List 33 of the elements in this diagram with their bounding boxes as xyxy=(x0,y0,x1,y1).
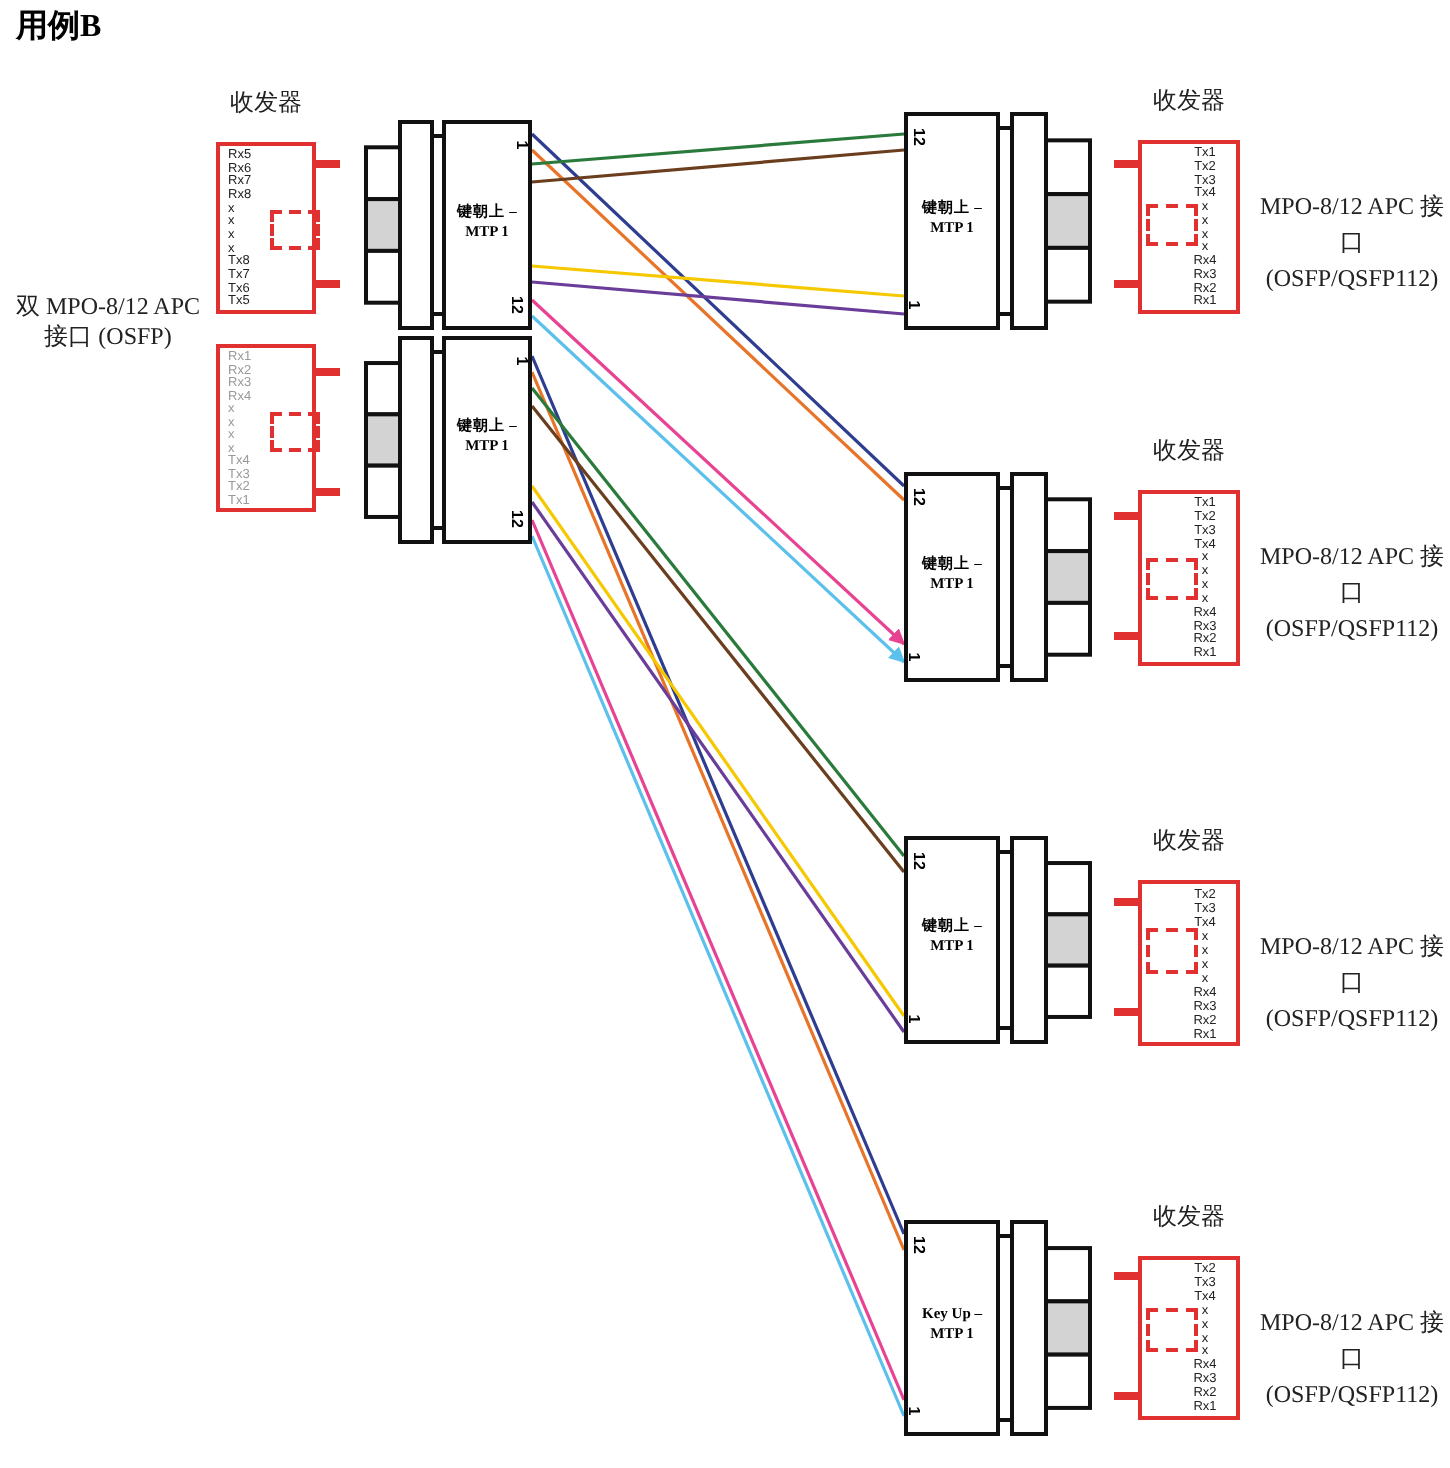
connector-box xyxy=(904,1220,1000,1436)
fiber-line xyxy=(531,264,905,298)
port-label: MPO-8/12 APC 接口 (OSFP/QSFP112) xyxy=(1257,1306,1447,1412)
connector-box xyxy=(904,472,1000,682)
port-label: MPO-8/12 APC 接口 (OSFP/QSFP112) xyxy=(1257,930,1447,1036)
transceiver-heading: 收发器 xyxy=(1151,84,1227,116)
pin-number: 12 xyxy=(909,488,928,506)
pin-number: 1 xyxy=(512,140,531,150)
port-label: MPO-8/12 APC 接口 (OSFP/QSFP112) xyxy=(1257,540,1447,646)
pin-number: 1 xyxy=(905,1406,924,1416)
title: 用例B xyxy=(16,8,102,48)
transceiver-heading: 收发器 xyxy=(228,86,304,118)
fiber-line xyxy=(531,280,905,316)
transceiver-heading: 收发器 xyxy=(1151,1200,1227,1232)
pin-number: 1 xyxy=(512,356,531,366)
connector-box xyxy=(904,112,1000,330)
pin-number: 1 xyxy=(905,300,924,310)
connector-box xyxy=(442,120,532,330)
transceiver-heading: 收发器 xyxy=(1151,824,1227,856)
connector-box xyxy=(904,836,1000,1044)
pin-number: 1 xyxy=(905,1014,924,1024)
transceiver-heading: 收发器 xyxy=(1151,434,1227,466)
port-label: 双 MPO-8/12 APC 接口 (OSFP) xyxy=(13,292,203,352)
pin-number: 12 xyxy=(909,852,928,870)
connector-box xyxy=(442,336,532,544)
pin-number: 12 xyxy=(508,296,527,314)
pin-number: 12 xyxy=(909,1236,928,1254)
fiber-line xyxy=(531,148,905,184)
pin-number: 1 xyxy=(905,652,924,662)
pin-number: 12 xyxy=(508,510,527,528)
fiber-line xyxy=(531,132,905,166)
pin-number: 12 xyxy=(909,128,928,146)
port-label: MPO-8/12 APC 接口 (OSFP/QSFP112) xyxy=(1257,190,1447,296)
